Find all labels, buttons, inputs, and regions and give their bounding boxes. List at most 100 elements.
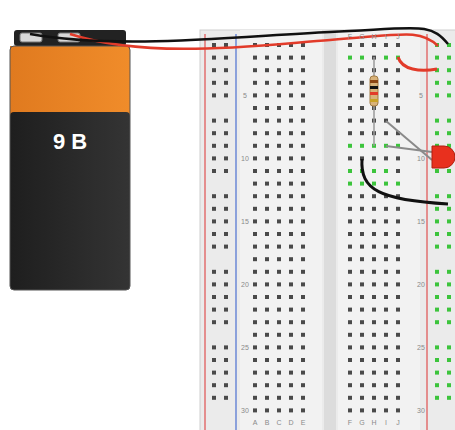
hole xyxy=(212,93,216,97)
hole xyxy=(277,93,281,97)
hole xyxy=(265,282,269,286)
hole xyxy=(301,106,305,110)
column-letter: E xyxy=(301,419,306,426)
hole xyxy=(360,320,364,324)
hole xyxy=(224,232,228,236)
hole xyxy=(384,219,388,223)
hole xyxy=(396,320,400,324)
hole xyxy=(396,371,400,375)
hole xyxy=(372,333,376,337)
hole xyxy=(384,270,388,274)
row-number: 5 xyxy=(243,92,247,99)
hole xyxy=(360,93,364,97)
hole xyxy=(360,131,364,135)
hole xyxy=(384,182,388,186)
hole xyxy=(396,43,400,47)
hole xyxy=(277,182,281,186)
hole xyxy=(384,396,388,400)
hole xyxy=(447,358,451,362)
hole xyxy=(435,81,439,85)
hole xyxy=(435,207,439,211)
resistor-band xyxy=(370,99,378,102)
hole xyxy=(301,295,305,299)
hole xyxy=(253,194,257,198)
column-letter: H xyxy=(371,33,376,40)
hole xyxy=(301,194,305,198)
row-number: 30 xyxy=(417,407,425,414)
hole xyxy=(360,257,364,261)
hole xyxy=(265,358,269,362)
row-number: 10 xyxy=(241,155,249,162)
hole xyxy=(384,408,388,412)
hole xyxy=(348,333,352,337)
hole xyxy=(396,396,400,400)
hole xyxy=(265,169,269,173)
hole xyxy=(265,408,269,412)
hole xyxy=(384,257,388,261)
hole xyxy=(212,169,216,173)
hole xyxy=(253,396,257,400)
hole xyxy=(224,119,228,123)
hole xyxy=(289,68,293,72)
hole xyxy=(224,169,228,173)
hole xyxy=(289,144,293,148)
hole xyxy=(396,383,400,387)
hole xyxy=(212,282,216,286)
rail-line-red xyxy=(204,34,205,430)
hole xyxy=(435,131,439,135)
hole xyxy=(301,383,305,387)
hole xyxy=(360,333,364,337)
hole xyxy=(396,345,400,349)
column-letter: G xyxy=(359,33,364,40)
hole xyxy=(265,257,269,261)
row-number: 15 xyxy=(241,218,249,225)
hole xyxy=(301,270,305,274)
hole xyxy=(265,371,269,375)
hole xyxy=(277,308,281,312)
hole xyxy=(253,169,257,173)
hole xyxy=(301,156,305,160)
row-number: 30 xyxy=(241,407,249,414)
hole xyxy=(253,156,257,160)
hole xyxy=(224,156,228,160)
hole xyxy=(384,56,388,60)
hole xyxy=(301,245,305,249)
battery-body-top xyxy=(10,46,130,116)
hole xyxy=(212,56,216,60)
hole xyxy=(360,207,364,211)
hole xyxy=(447,194,451,198)
hole xyxy=(384,106,388,110)
hole xyxy=(447,131,451,135)
hole xyxy=(348,383,352,387)
terminal-block xyxy=(338,30,420,430)
hole xyxy=(372,182,376,186)
hole xyxy=(372,257,376,261)
hole xyxy=(289,207,293,211)
hole xyxy=(348,43,352,47)
hole xyxy=(360,396,364,400)
hole xyxy=(277,257,281,261)
hole xyxy=(384,81,388,85)
hole xyxy=(212,156,216,160)
column-letter: C xyxy=(276,419,281,426)
hole xyxy=(384,333,388,337)
hole xyxy=(301,43,305,47)
hole xyxy=(435,56,439,60)
hole xyxy=(372,270,376,274)
hole xyxy=(384,295,388,299)
hole xyxy=(396,270,400,274)
hole xyxy=(253,219,257,223)
hole xyxy=(253,282,257,286)
hole xyxy=(212,270,216,274)
hole xyxy=(212,81,216,85)
hole xyxy=(289,257,293,261)
hole xyxy=(372,371,376,375)
hole xyxy=(224,68,228,72)
hole xyxy=(277,156,281,160)
resistor-band xyxy=(370,86,378,89)
hole xyxy=(289,295,293,299)
hole xyxy=(435,345,439,349)
hole xyxy=(253,308,257,312)
hole xyxy=(301,345,305,349)
hole xyxy=(253,295,257,299)
